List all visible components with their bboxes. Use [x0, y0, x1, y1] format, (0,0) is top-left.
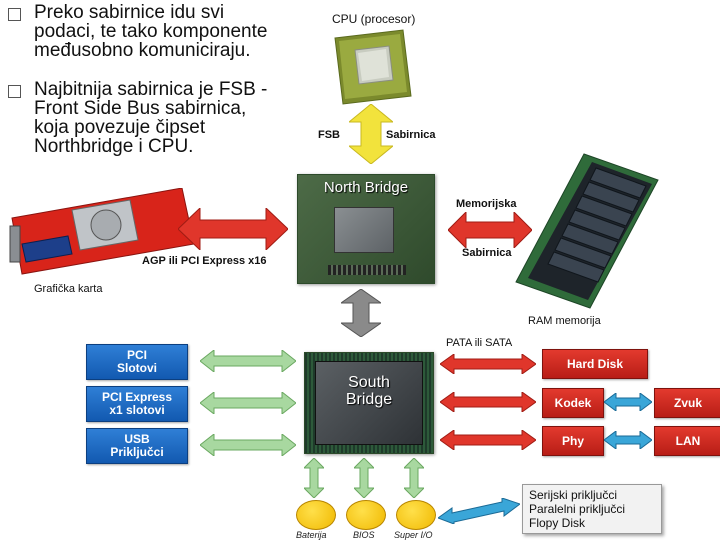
codec-arrow — [440, 392, 536, 412]
fsb-label: FSB — [318, 129, 340, 141]
phy-box: Phy — [542, 426, 604, 456]
south-bridge-chip: South Bridge — [304, 352, 434, 454]
memory-sabirnica-label: Sabirnica — [462, 247, 512, 259]
battery-circle — [296, 500, 336, 530]
usb-arrow — [200, 434, 296, 456]
memorijska-label: Memorijska — [456, 198, 517, 210]
pci-arrow — [200, 350, 296, 372]
north-bridge-pins — [328, 265, 406, 275]
agp-label: AGP ili PCI Express x16 — [142, 255, 267, 267]
super-io-label: Super I/O — [394, 530, 433, 540]
pcie-x1-arrow — [200, 392, 296, 414]
bios-circle — [346, 500, 386, 530]
fsb-arrow — [349, 104, 393, 164]
ram-label: RAM memorija — [528, 315, 601, 327]
io-ports-box: Serijski priključci Paralelni priključci… — [522, 484, 662, 534]
super-io-box-arrow — [438, 498, 520, 524]
north-bridge-chip: North Bridge — [297, 174, 435, 284]
south-bridge-die: South Bridge — [315, 361, 423, 445]
pci-express-x1-box: PCI Express x1 slotovi — [86, 386, 188, 422]
hard-disk-box: Hard Disk — [542, 349, 648, 379]
cpu-chip-image — [334, 29, 412, 105]
bios-arrow — [354, 458, 374, 498]
usb-ports-box: USB Priključci — [86, 428, 188, 464]
codec-box: Kodek — [542, 388, 604, 418]
sabirnica-label: Sabirnica — [386, 129, 436, 141]
cpu-label: CPU (procesor) — [332, 12, 416, 26]
battery-arrow — [304, 458, 324, 498]
pata-sata-label: PATA ili SATA — [446, 337, 513, 349]
pata-arrow — [440, 354, 536, 374]
ram-module-image — [515, 153, 659, 309]
phy-arrow — [440, 430, 536, 450]
codec-sound-arrow — [604, 393, 652, 411]
nb-sb-arrow — [341, 289, 381, 337]
bullet-marker — [8, 85, 21, 98]
graphics-card-label: Grafička karta — [34, 283, 103, 295]
pci-slots-box: PCI Slotovi — [86, 344, 188, 380]
super-io-arrow — [404, 458, 424, 498]
super-io-circle — [396, 500, 436, 530]
agp-arrow — [178, 208, 288, 250]
bullet-text-1: Preko sabirnice idu svi podaci, te tako … — [34, 2, 268, 61]
battery-label: Baterija — [296, 530, 327, 540]
sound-box: Zvuk — [654, 388, 720, 418]
north-bridge-die — [334, 207, 394, 253]
graphics-card-image — [9, 188, 195, 275]
north-bridge-label: North Bridge — [323, 179, 409, 196]
bullet-text-2: Najbitnija sabirnica je FSB - Front Side… — [34, 79, 268, 157]
bullet-marker — [8, 8, 21, 21]
south-bridge-label: South Bridge — [345, 374, 393, 408]
lan-box: LAN — [654, 426, 720, 456]
bios-label: BIOS — [353, 530, 375, 540]
phy-lan-arrow — [604, 431, 652, 449]
memory-arrow — [448, 212, 532, 248]
